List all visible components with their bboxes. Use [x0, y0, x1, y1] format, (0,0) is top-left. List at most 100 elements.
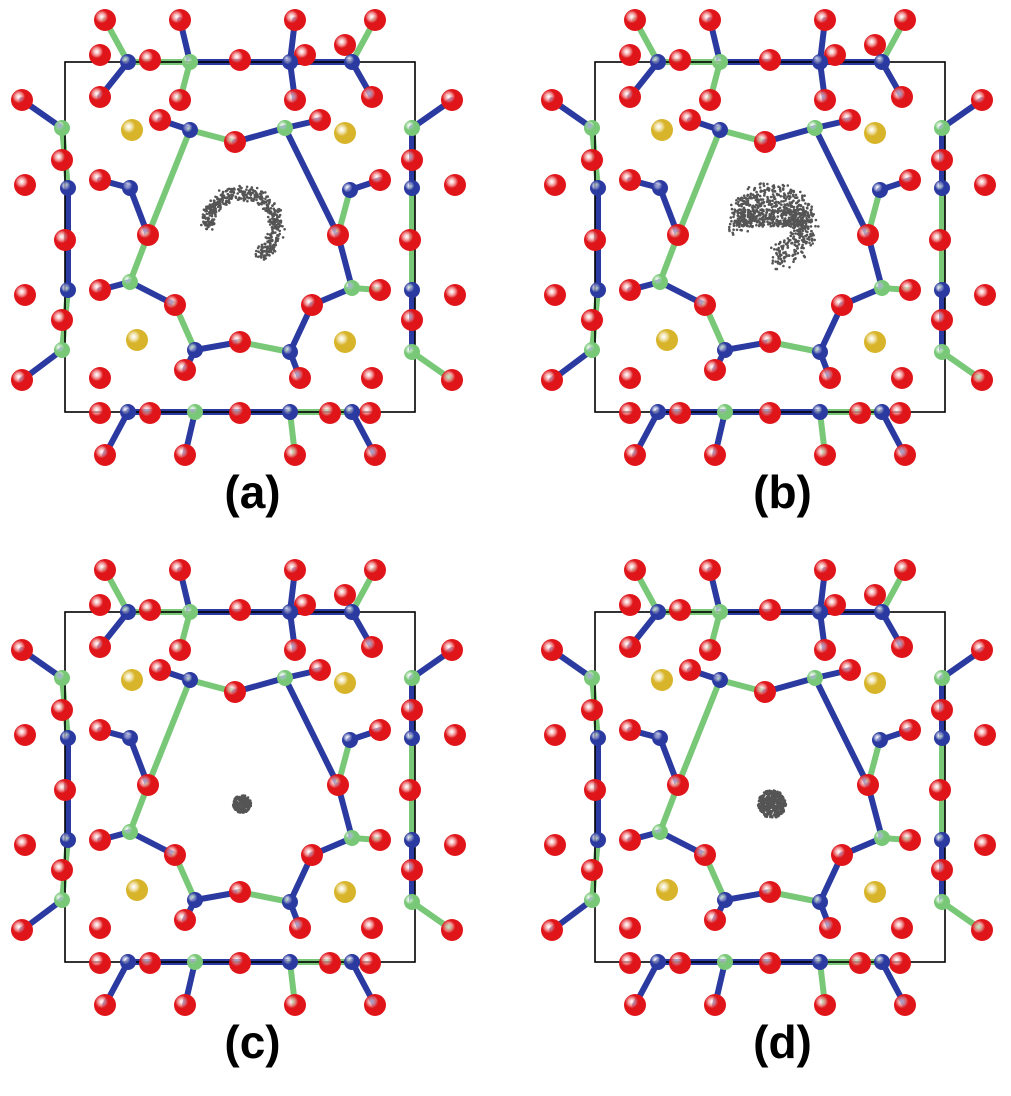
trajectory-point [232, 802, 236, 806]
trajectory-point [760, 807, 763, 810]
blue-atom [182, 122, 198, 138]
oxygen-atom [581, 149, 603, 171]
trajectory-point [731, 231, 734, 235]
trajectory-point [225, 196, 228, 200]
green-atom [182, 604, 198, 620]
blue-atom [404, 832, 420, 848]
trajectory-point [767, 805, 771, 808]
trajectory-point [217, 201, 221, 204]
trajectory-point [763, 189, 766, 192]
oxygen-atom [401, 309, 423, 331]
trajectory-point [806, 218, 809, 221]
trajectory-point [778, 253, 782, 256]
green-atom [934, 344, 950, 360]
trajectory-point [804, 230, 808, 233]
trajectory-cloud [231, 794, 253, 814]
trajectory-point [739, 211, 742, 214]
trajectory-point [283, 228, 286, 231]
trajectory-point [759, 801, 763, 805]
oxygen-atom [619, 917, 641, 939]
green-atom [122, 274, 138, 290]
trajectory-point [202, 216, 205, 220]
trajectory-point [778, 222, 781, 226]
trajectory-point [773, 248, 776, 251]
trajectory-point [790, 242, 793, 245]
trajectory-point [788, 208, 791, 211]
panel-a: (a) [0, 0, 505, 546]
oxygen-atom [849, 402, 871, 424]
trajectory-point [764, 808, 767, 812]
trajectory-point [254, 254, 258, 258]
green-atom [404, 344, 420, 360]
trajectory-point [735, 228, 739, 232]
trajectory-point [771, 185, 775, 188]
bond [282, 675, 341, 788]
trajectory-point [209, 199, 212, 202]
trajectory-point [262, 249, 266, 253]
trajectory-point [270, 231, 274, 235]
trajectory-point [804, 202, 807, 205]
oxygen-atom [334, 34, 356, 56]
trajectory-point [796, 246, 799, 250]
trajectory-point [219, 207, 222, 211]
oxygen-atom [361, 917, 383, 939]
trajectory-point [217, 189, 221, 192]
trajectory-point [809, 208, 813, 212]
blue-atom [874, 604, 890, 620]
trajectory-point [800, 246, 803, 250]
trajectory-point [784, 197, 788, 200]
blue-atom [60, 832, 76, 848]
cation-atom [656, 879, 678, 901]
oxygen-atom [327, 774, 349, 796]
trajectory-point [803, 220, 806, 223]
trajectory-point [792, 189, 795, 193]
trajectory-point [207, 222, 211, 226]
trajectory-point [276, 237, 280, 240]
oxygen-atom [619, 594, 641, 616]
trajectory-point [226, 200, 230, 204]
trajectory-point [242, 805, 245, 809]
oxygen-atom [229, 599, 251, 621]
trajectory-point [233, 800, 236, 803]
trajectory-point [751, 225, 754, 229]
oxygen-atom [369, 169, 391, 191]
trajectory-point [776, 803, 780, 806]
oxygen-atom [581, 309, 603, 331]
trajectory-point [783, 799, 787, 802]
trajectory-point [789, 220, 792, 223]
green-atom [584, 120, 600, 136]
oxygen-atom [974, 834, 996, 856]
oxygen-atom [164, 294, 186, 316]
trajectory-point [234, 796, 237, 800]
oxygen-atom [174, 444, 196, 466]
trajectory-point [790, 205, 793, 208]
trajectory-point [779, 214, 783, 217]
trajectory-point [238, 804, 241, 808]
trajectory-point [732, 228, 735, 231]
trajectory-point [258, 197, 262, 200]
cation-atom [334, 122, 356, 144]
blue-atom [934, 832, 950, 848]
trajectory-point [238, 795, 241, 799]
trajectory-point [771, 193, 775, 196]
trajectory-point [730, 219, 733, 223]
blue-atom [344, 404, 360, 420]
oxygen-atom [444, 834, 466, 856]
oxygen-atom [89, 279, 111, 301]
trajectory-point [226, 192, 230, 196]
trajectory-point [759, 212, 763, 216]
trajectory-point [259, 254, 263, 257]
trajectory-point [758, 186, 762, 189]
trajectory-point [737, 204, 741, 207]
oxygen-atom [301, 844, 323, 866]
oxygen-atom [284, 9, 306, 31]
trajectory-point [244, 806, 248, 809]
cation-atom [334, 672, 356, 694]
trajectory-point [814, 218, 818, 222]
oxygen-atom [89, 636, 111, 658]
trajectory-point [245, 185, 249, 189]
panel-d: (d) [530, 550, 1011, 1096]
trajectory-point [757, 198, 760, 202]
trajectory-point [246, 801, 250, 804]
blue-atom [872, 732, 888, 748]
